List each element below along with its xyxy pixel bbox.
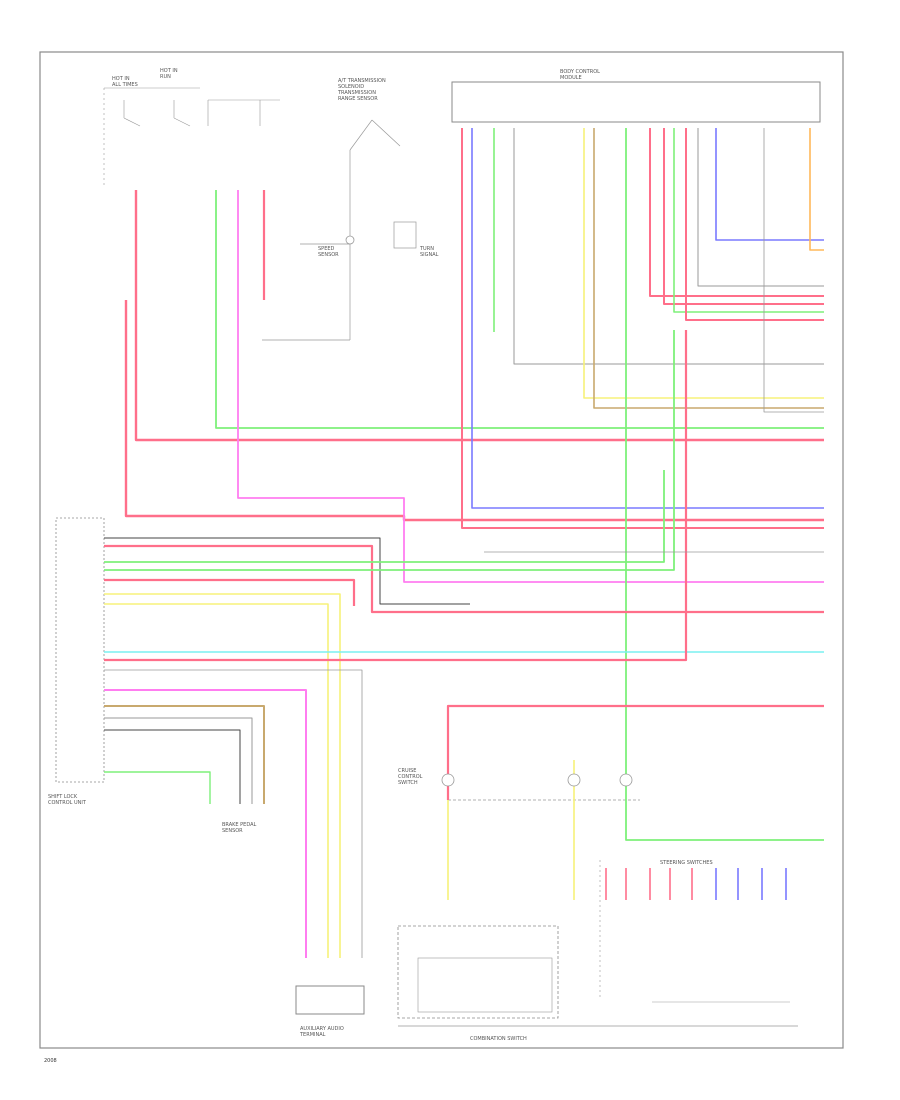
wire-green-left-2	[104, 330, 675, 571]
wire-red-bcm-3	[663, 128, 824, 305]
wire-yellow-left-1	[104, 593, 341, 958]
wire-green-left-3	[104, 771, 211, 804]
cruise-switch-circle	[441, 773, 455, 787]
footer-code: 2008	[44, 1058, 57, 1064]
wire-blue-bcm	[471, 128, 824, 509]
shift-lock-control-unit	[55, 517, 105, 783]
wire-gray-left-1	[104, 717, 253, 804]
wire-green-bcm-2	[625, 128, 824, 841]
transmission-sensor-symbol	[262, 119, 417, 341]
wire-dark-1	[104, 537, 470, 605]
combination-switch-label: COMBINATION SWITCH	[470, 1036, 527, 1042]
wire-orange-bcm	[809, 128, 824, 251]
steering-switches-label: STEERING SWITCHES	[660, 860, 713, 866]
wire-pink-main	[237, 190, 824, 583]
speed-sensor-circle	[345, 235, 355, 245]
wire-gray-bcm-2	[697, 128, 824, 287]
wire-gray-bcm-1	[513, 128, 824, 365]
wire-red-bcm-4	[685, 128, 824, 321]
wire-red-bcm-1	[461, 128, 824, 529]
wire-yellow-bcm-1	[583, 128, 824, 399]
wire-green-left-1	[104, 470, 665, 563]
wire-red-left-1	[104, 544, 824, 614]
body-control-module	[451, 81, 821, 123]
wire-dark-left	[104, 729, 241, 804]
wire-gray-left-2	[104, 669, 363, 958]
fuse-area	[103, 87, 280, 186]
wire-tan-left	[104, 705, 265, 804]
wire-pink-left	[104, 689, 307, 958]
indicator-circle	[619, 773, 633, 787]
wire-tan-bcm	[593, 128, 824, 409]
wire-red-left-2	[104, 578, 356, 606]
combination-switch	[397, 925, 559, 1019]
diagram-frame	[39, 51, 844, 1049]
components-group	[345, 235, 633, 787]
combination-switch-inner	[417, 957, 553, 1013]
wire-red-left-3	[104, 330, 688, 662]
wire-yellow-left-2	[104, 603, 329, 958]
auxiliary-audio-terminal	[295, 985, 365, 1015]
wire-red-main-2	[124, 300, 824, 522]
wire-green-main	[215, 190, 824, 429]
wire-red-right-mid	[446, 704, 824, 800]
steering-switches-symbol	[599, 860, 790, 1003]
wire-red-bcm-2	[649, 128, 824, 297]
wire-green-bcm-3	[673, 128, 824, 313]
wires-group	[104, 128, 824, 958]
wire-blue-bcm-2	[715, 128, 824, 241]
turn-signal-circle	[567, 773, 581, 787]
wire-gray-bcm-3	[763, 128, 824, 413]
wire-red-main-1	[134, 190, 824, 442]
